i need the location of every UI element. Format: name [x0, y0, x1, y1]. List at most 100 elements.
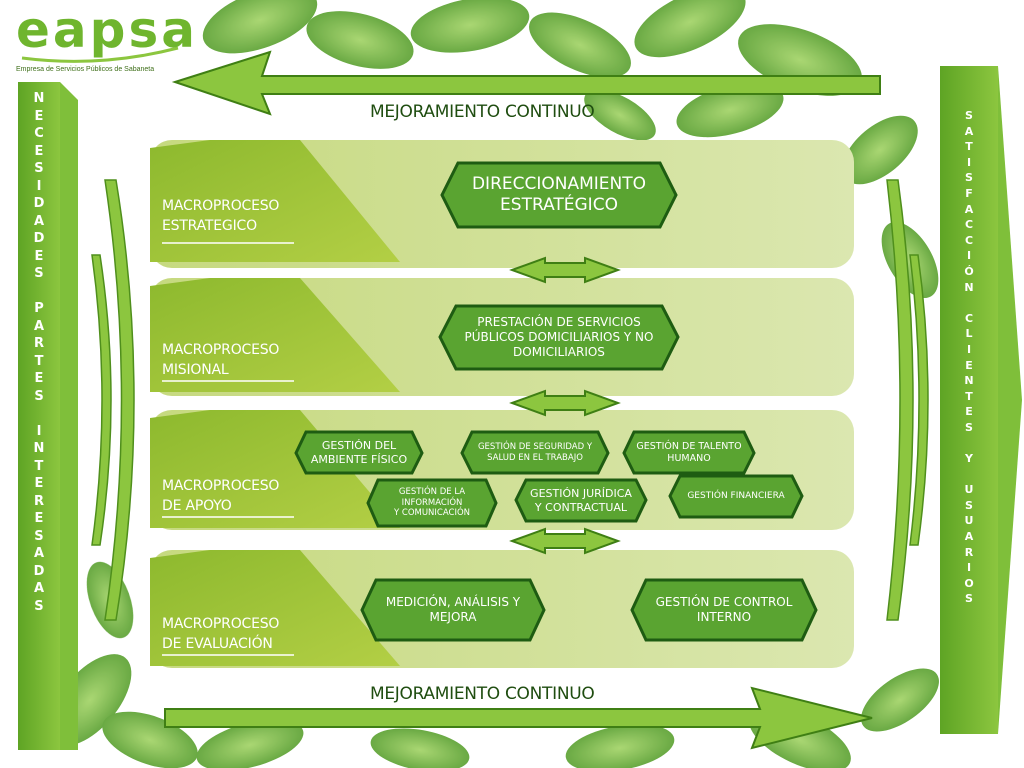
vertical-letter: E [34, 476, 44, 491]
vertical-letter: I [36, 423, 42, 439]
process-line: INFORMACIÓN [401, 497, 463, 508]
band-label-line1: MACROPROCESO [162, 342, 280, 358]
vertical-letter: E [34, 511, 44, 526]
bottom-arrow-label: MEJORAMIENTO CONTINUO [370, 684, 595, 704]
process-seguridad[interactable]: GESTIÓN DE SEGURIDAD Y SALUD EN EL TRABA… [466, 432, 604, 473]
logo: eapsa Empresa de Servicios Públicos de S… [16, 4, 206, 78]
vertical-letter: N [964, 280, 974, 294]
vertical-letter: S [34, 598, 44, 614]
vertical-letter: S [34, 528, 44, 544]
vertical-letter: Ó [964, 264, 974, 278]
process-line: Y CONTRACTUAL [534, 500, 628, 514]
vertical-letter: F [965, 186, 973, 200]
vertical-letter: E [965, 358, 973, 372]
vertical-letter: S [965, 420, 973, 434]
band-label-line2: MISIONAL [162, 362, 229, 378]
vertical-letter: N [33, 441, 45, 456]
process-control[interactable]: GESTIÓN DE CONTROL INTERNO [638, 580, 810, 640]
vertical-letter: N [33, 91, 45, 106]
process-medicion[interactable]: MEDICIÓN, ANÁLISIS Y MEJORA [368, 580, 538, 640]
vertical-letter: I [966, 342, 972, 356]
logo-swoosh [21, 46, 179, 63]
vertical-letter: S [965, 171, 973, 185]
process-line: Y COMUNICACIÓN [393, 508, 471, 519]
process-line: GESTIÓN DE TALENTO [636, 440, 742, 452]
band-label-misional: MACROPROCESO MISIONAL [162, 340, 279, 380]
band-label-line1: MACROPROCESO [162, 478, 280, 494]
vertical-letter: S [965, 592, 973, 606]
vertical-letter: A [33, 213, 45, 229]
vertical-letter: E [34, 248, 44, 264]
process-line: AMBIENTE FÍSICO [310, 452, 408, 466]
vertical-letter: D [33, 196, 45, 211]
band-label-line2: DE APOYO [162, 498, 232, 514]
process-line: PRESTACIÓN DE SERVICIOS [477, 315, 641, 329]
vertical-gap [37, 405, 42, 423]
top-arrow-label: MEJORAMIENTO CONTINUO [370, 102, 595, 122]
process-line: PÚBLICOS DOMICILIARIOS Y NO [464, 330, 654, 344]
vertical-letter: D [33, 231, 45, 246]
process-juridica[interactable]: GESTIÓN JURÍDICA Y CONTRACTUAL [520, 480, 642, 521]
band-label-underlines [162, 242, 294, 656]
vertical-letter: T [34, 458, 44, 474]
left-chevrons [91, 179, 135, 621]
top-arrow [171, 50, 881, 116]
band-connectors [509, 256, 621, 555]
vertical-letter: I [966, 561, 972, 575]
vertical-letter: S [34, 266, 44, 281]
vertical-letter: C [964, 218, 974, 232]
vertical-letter: A [33, 318, 45, 334]
vertical-letter: T [965, 140, 973, 154]
vertical-gap [37, 283, 42, 301]
band-label-line1: MACROPROCESO [162, 198, 280, 214]
vertical-letter: C [964, 233, 974, 247]
process-line: GESTIÓN FINANCIERA [687, 490, 785, 501]
process-talento[interactable]: GESTIÓN DE TALENTO HUMANO [628, 432, 750, 473]
vertical-letter: S [965, 109, 973, 122]
process-ambiente[interactable]: GESTIÓN DEL AMBIENTE FÍSICO [300, 432, 418, 473]
process-line: GESTIÓN JURÍDICA [530, 486, 632, 500]
vertical-gap [967, 435, 971, 451]
band-label-line1: MACROPROCESO [162, 616, 280, 632]
vertical-letter: R [964, 545, 974, 559]
process-line: DOMICILIARIOS [513, 345, 605, 359]
process-prestacion[interactable]: PRESTACIÓN DE SERVICIOS PÚBLICOS DOMICIL… [448, 306, 670, 369]
vertical-letter: E [34, 143, 44, 159]
process-line: GESTIÓN DE SEGURIDAD Y [477, 441, 593, 452]
vertical-gap [967, 467, 971, 483]
vertical-letter: S [34, 161, 44, 176]
vertical-letter: I [36, 178, 42, 194]
vertical-gap [967, 295, 971, 311]
logo-brand: eapsa [16, 1, 198, 59]
vertical-letter: A [964, 202, 974, 216]
vertical-letter: R [33, 336, 44, 351]
vertical-letter: I [966, 155, 972, 169]
vertical-letter: E [965, 405, 973, 419]
vertical-letter: O [964, 576, 974, 590]
left-needs-bar [18, 82, 78, 750]
band-label-line2: DE EVALUACIÓN [162, 636, 273, 652]
logo-tagline: Empresa de Servicios Públicos de Sabanet… [16, 66, 155, 73]
vertical-letter: E [34, 108, 44, 124]
vertical-letter: N [964, 374, 974, 388]
vertical-letter: C [964, 311, 974, 325]
process-financiera[interactable]: GESTIÓN FINANCIERA [674, 476, 798, 517]
process-line: GESTIÓN DEL [321, 438, 397, 452]
process-line: GESTIÓN DE LA [398, 487, 466, 498]
vertical-letter: P [34, 301, 44, 316]
vertical-letter: T [965, 389, 973, 403]
process-line: GESTIÓN DE CONTROL [655, 595, 793, 609]
process-direccionamiento[interactable]: DIRECCIONAMIENTO ESTRATÉGICO [450, 163, 668, 227]
process-informacion[interactable]: GESTIÓN DE LA INFORMACIÓN Y COMUNICACIÓN [372, 480, 492, 526]
process-line: MEJORA [429, 610, 477, 624]
right-satisfaction-bar [940, 66, 1022, 734]
process-line: HUMANO [667, 452, 711, 464]
vertical-letter: I [966, 249, 972, 263]
vertical-letter: A [964, 530, 974, 544]
bottom-arrow [164, 686, 873, 750]
